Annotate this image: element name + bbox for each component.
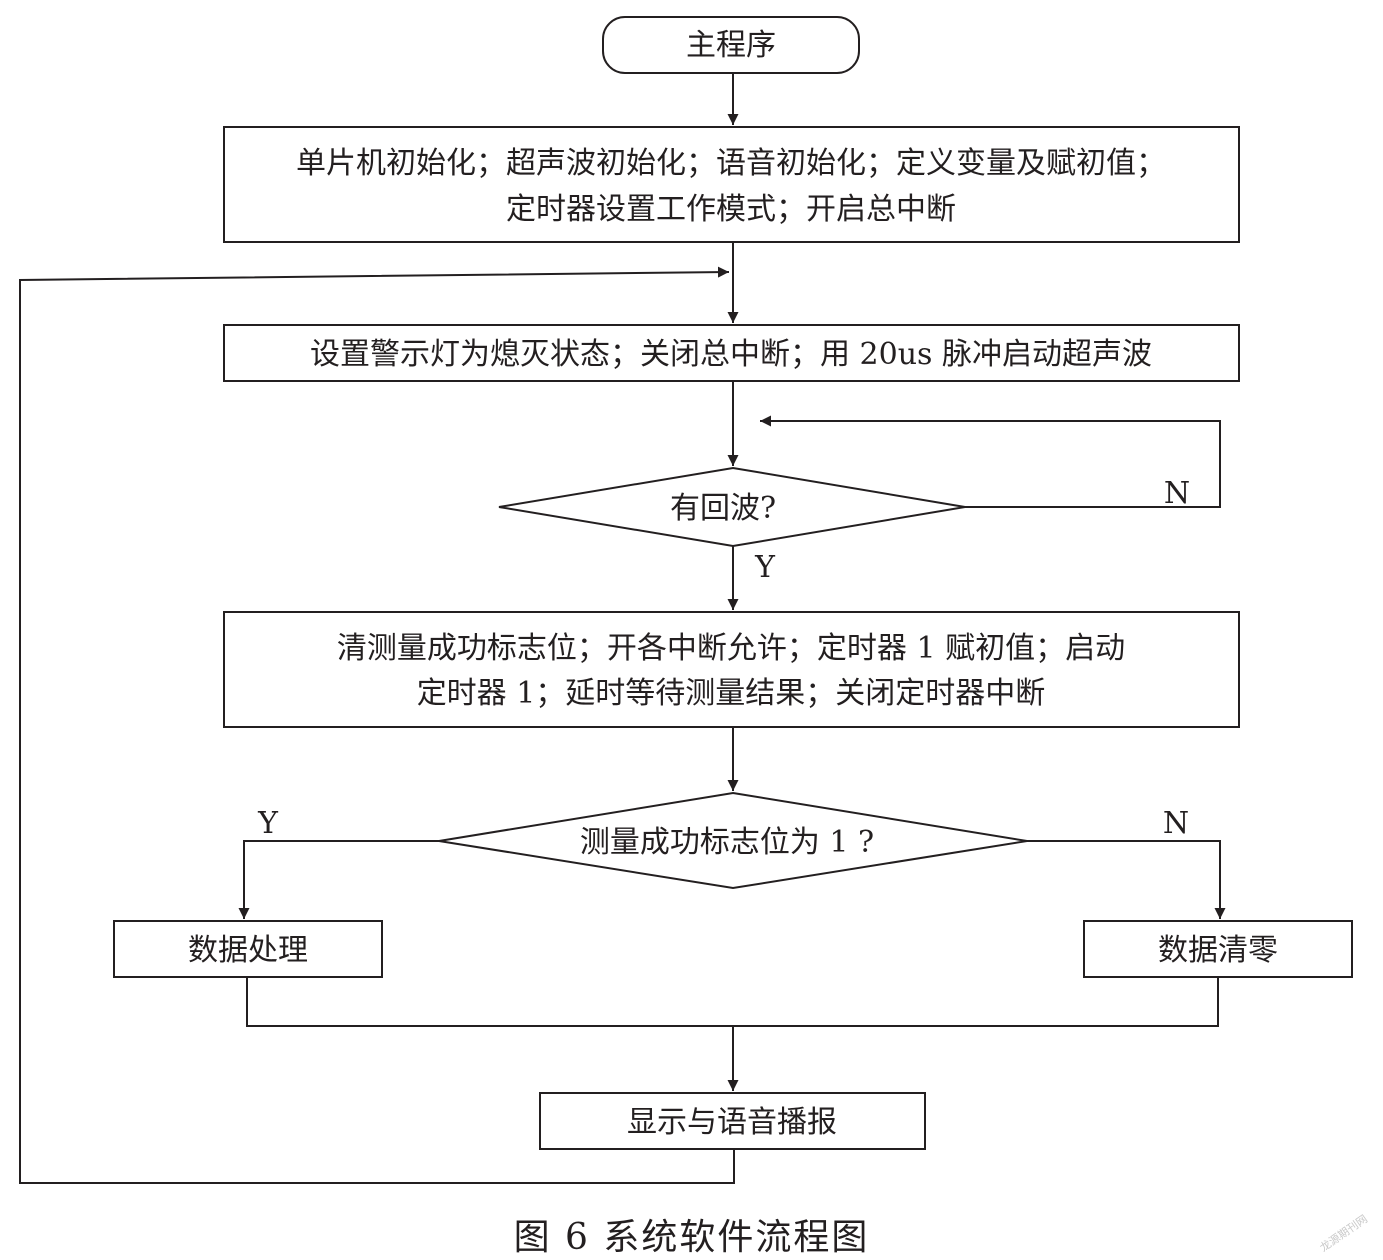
- main-loop-back: [19, 266, 735, 1184]
- success-decision: [438, 791, 1028, 890]
- start-terminal: [602, 16, 860, 74]
- init-label-line2: 定时器设置工作模式；开启总中断: [506, 192, 956, 227]
- success-no-label: N: [1163, 806, 1189, 841]
- init-label-line1: 单片机初始化；超声波初始化；语音初始化；定义变量及赋初值；: [296, 146, 1166, 181]
- process-label: 数据处理: [188, 933, 308, 968]
- output-label: 显示与语音播报: [627, 1105, 837, 1140]
- echo-no-label: N: [1164, 476, 1190, 511]
- merge-line: [246, 977, 1219, 1027]
- clear-box: [1083, 920, 1353, 978]
- measure-label-line2: 定时器 1；延时等待测量结果；关闭定时器中断: [417, 676, 1046, 711]
- measure-box: [223, 611, 1240, 728]
- success-yes-branch: [238, 840, 439, 919]
- output-box: [539, 1092, 926, 1150]
- measure-label-line1: 清测量成功标志位；开各中断允许；定时器 1 赋初值；启动: [337, 631, 1125, 666]
- figure-caption: 图 6 系统软件流程图: [513, 1217, 870, 1258]
- success-yes-label: Y: [257, 806, 279, 841]
- clear-label: 数据清零: [1158, 933, 1278, 968]
- success-decision-label: 测量成功标志位为 1 ?: [580, 825, 874, 860]
- echo-no-loop: [760, 415, 1221, 508]
- start-label: 主程序: [686, 28, 776, 63]
- echo-yes-label: Y: [754, 550, 776, 585]
- trigger-label: 设置警示灯为熄灭状态；关闭总中断；用 20us 脉冲启动超声波: [310, 337, 1152, 372]
- init-box: [223, 126, 1240, 243]
- success-no-branch: [1027, 840, 1226, 919]
- flowchart: 主程序 单片机初始化；超声波初始化；语音初始化；定义变量及赋初值； 定时器设置工…: [19, 16, 1353, 1184]
- trigger-box: [223, 324, 1240, 382]
- echo-decision-label: 有回波?: [670, 491, 776, 526]
